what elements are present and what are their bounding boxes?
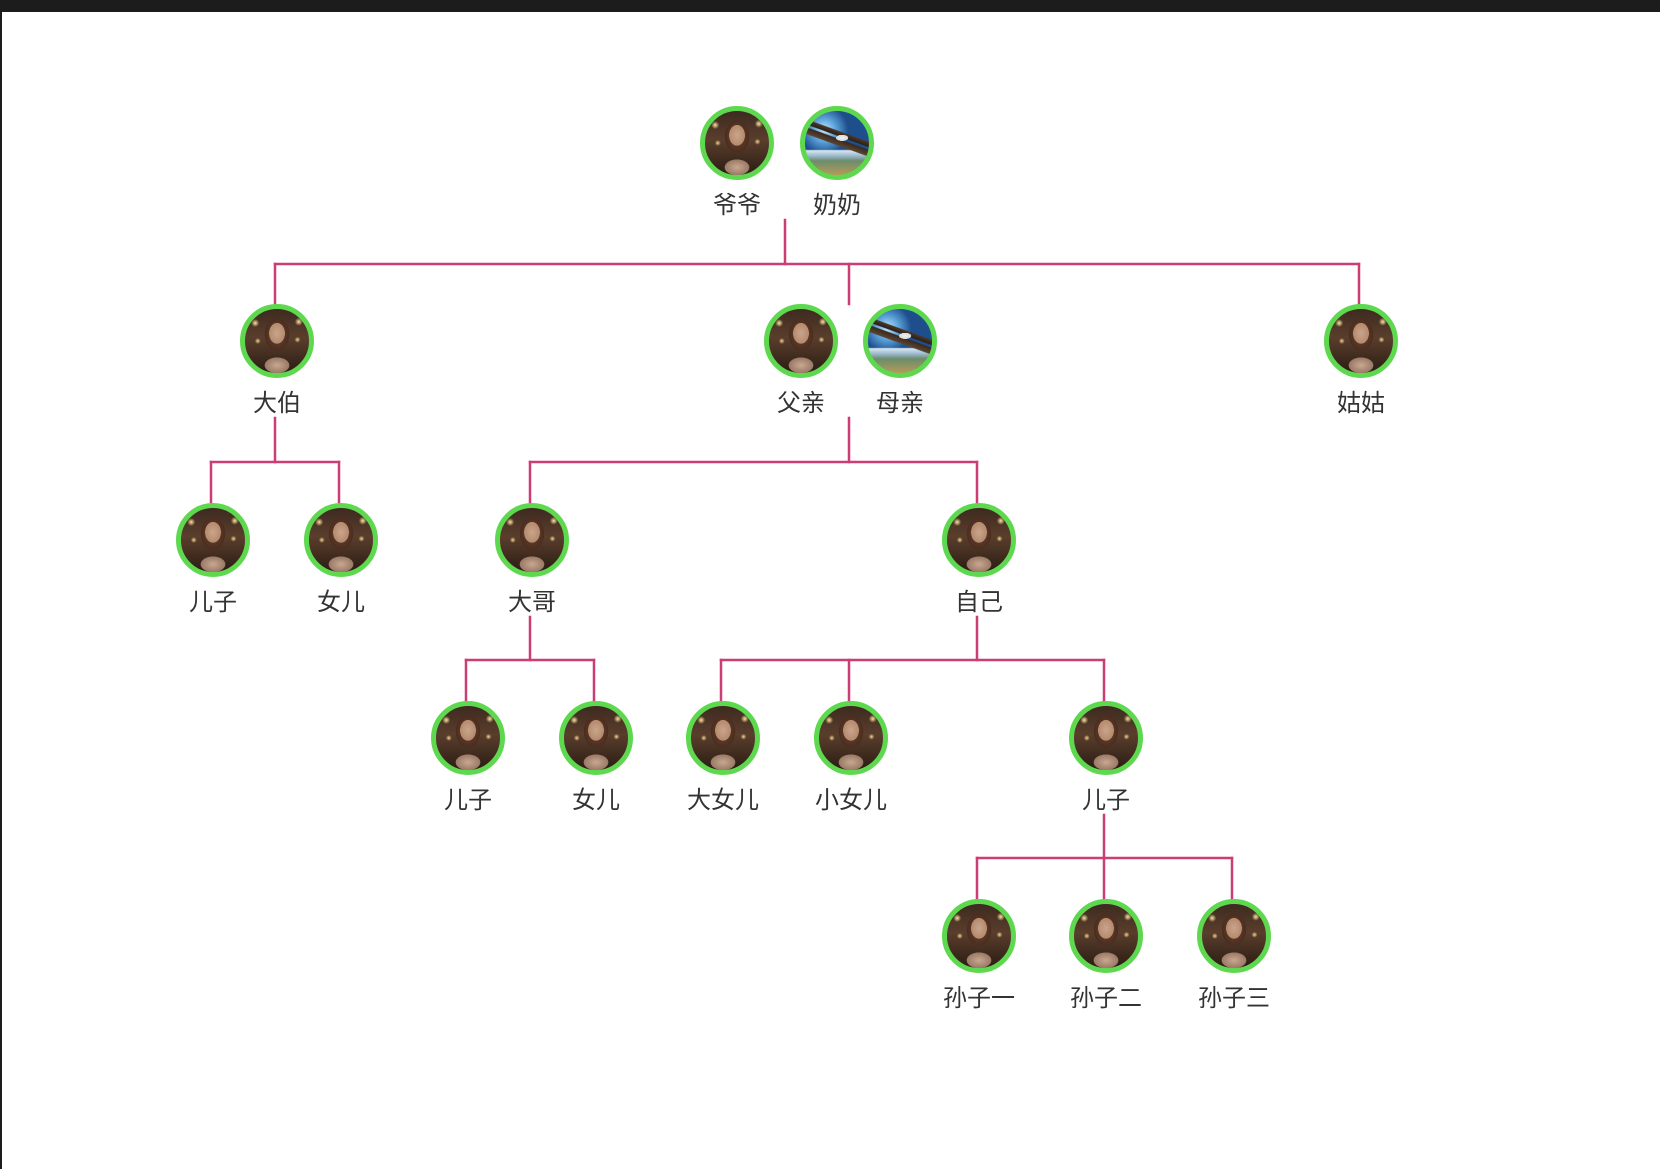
node-uncle-son[interactable]: 儿子 [143,503,283,617]
node-youngest-daughter[interactable]: 小女儿 [781,701,921,815]
family-tree-canvas: 爷爷 奶奶 大伯 父亲 母亲 姑姑 儿子 女儿 大哥 自己 儿子 [2,12,1660,1169]
node-label: 爷爷 [713,191,761,219]
portrait-icon [559,701,633,775]
node-uncle-daughter[interactable]: 女儿 [271,503,411,617]
node-grandson-2[interactable]: 孙子二 [1036,899,1176,1013]
node-label: 孙子三 [1198,984,1270,1012]
portrait-icon [764,304,838,378]
portrait-icon [1324,304,1398,378]
portrait-icon [1069,701,1143,775]
portrait-icon [240,304,314,378]
portrait-icon [942,899,1016,973]
portrait-icon [686,701,760,775]
portrait-icon [700,106,774,180]
node-label: 儿子 [1082,786,1130,814]
node-label: 奶奶 [813,191,861,219]
node-self[interactable]: 自己 [909,503,1049,617]
eagle-photo-icon [800,106,874,180]
node-grandpa[interactable]: 爷爷 [667,106,807,220]
eagle-photo-icon [863,304,937,378]
node-eldest-daughter[interactable]: 大女儿 [653,701,793,815]
node-grandson-1[interactable]: 孙子一 [909,899,1049,1013]
portrait-icon [304,503,378,577]
node-label: 小女儿 [815,786,887,814]
node-brother-son[interactable]: 儿子 [398,701,538,815]
portrait-icon [814,701,888,775]
node-grandma[interactable]: 奶奶 [767,106,907,220]
node-label: 大哥 [508,588,556,616]
node-mother[interactable]: 母亲 [830,304,970,418]
node-label: 儿子 [444,786,492,814]
node-label: 女儿 [572,786,620,814]
node-son[interactable]: 儿子 [1036,701,1176,815]
node-label: 姑姑 [1337,389,1385,417]
portrait-icon [1197,899,1271,973]
portrait-icon [942,503,1016,577]
node-label: 母亲 [876,389,924,417]
node-label: 儿子 [189,588,237,616]
portrait-icon [495,503,569,577]
node-grandson-3[interactable]: 孙子三 [1164,899,1304,1013]
portrait-icon [431,701,505,775]
node-elder-brother[interactable]: 大哥 [462,503,602,617]
portrait-icon [176,503,250,577]
node-label: 大伯 [253,389,301,417]
node-label: 父亲 [777,389,825,417]
node-label: 孙子二 [1070,984,1142,1012]
node-label: 孙子一 [943,984,1015,1012]
portrait-icon [1069,899,1143,973]
node-brother-daughter[interactable]: 女儿 [526,701,666,815]
node-label: 自己 [955,588,1003,616]
connector-lines [209,218,1361,901]
node-aunt[interactable]: 姑姑 [1291,304,1431,418]
node-label: 女儿 [317,588,365,616]
node-uncle[interactable]: 大伯 [207,304,347,418]
node-label: 大女儿 [687,786,759,814]
node-father[interactable]: 父亲 [731,304,871,418]
